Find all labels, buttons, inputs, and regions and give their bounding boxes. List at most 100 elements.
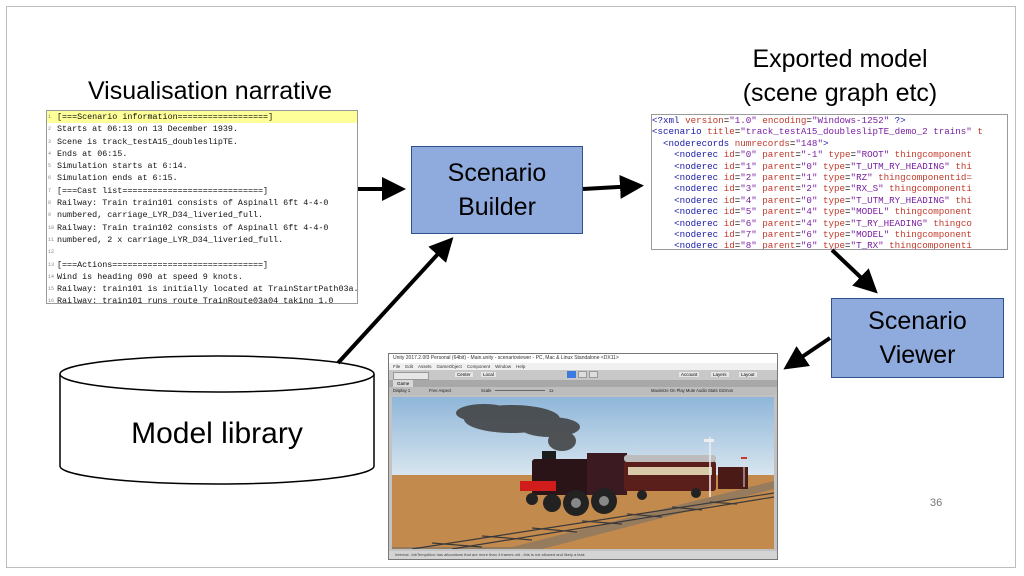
exported-model-title: Exported model (scene graph etc) <box>690 42 990 110</box>
xml-noderec-line: <noderec id="6" parent="4" type="T_RY_HE… <box>674 217 972 229</box>
model-library-cylinder: Model library <box>58 354 376 486</box>
unity-window-title: Unity 2017.2.0f3 Personal (64bit) - Main… <box>389 354 777 363</box>
xml-noderec-line: <noderec id="4" parent="0" type="T_UTM_R… <box>674 194 972 206</box>
narrative-text-panel: 1 [===Scenario information===============… <box>46 110 358 304</box>
unity-menu-item[interactable]: Assets <box>418 364 432 369</box>
viewer-label-line1: Scenario <box>868 307 967 335</box>
step-button[interactable] <box>589 371 598 378</box>
narrative-line-text: numbered, 2 x carriage_LYR_D34_liveried_… <box>57 234 284 245</box>
line-number: 1 <box>48 114 52 120</box>
play-button[interactable] <box>567 371 576 378</box>
slide-frame <box>6 6 1016 568</box>
railway-track-icon <box>411 492 774 549</box>
line-number: 9 <box>48 212 52 219</box>
transform-tools[interactable] <box>393 372 429 380</box>
pivot-center-button[interactable]: Center <box>455 372 473 377</box>
narrative-line: 4 Ends at 06:15. <box>47 148 357 160</box>
xml-noderec-line: <noderec id="5" parent="4" type="MODEL" … <box>674 206 972 218</box>
cylinder-shape <box>59 355 375 485</box>
narrative-line: 2 Starts at 06:13 on 13 December 1939. <box>47 123 357 135</box>
smoke-cloud-icon <box>456 404 580 451</box>
narrative-line: 5 Simulation starts at 6:14. <box>47 160 357 172</box>
narrative-line-text: Railway: train101 runs route TrainRoute0… <box>57 296 334 304</box>
narrative-line: 6 Simulation ends at 6:15. <box>47 172 357 184</box>
builder-label-line1: Scenario <box>447 159 547 187</box>
exported-title-line1: Exported model <box>752 45 928 73</box>
line-number: 16 <box>48 298 55 304</box>
narrative-line-text: Railway: Train train102 consists of Aspi… <box>57 222 329 233</box>
line-number: 15 <box>48 286 55 293</box>
xml-noderecords-tag: <noderecords numrecords="148"> <box>663 137 829 149</box>
xml-noderec-line: <noderec id="8" parent="6" type="T_RX" t… <box>674 240 972 250</box>
xml-noderec-line: <noderec id="7" parent="6" type="MODEL" … <box>674 228 972 240</box>
scenario-viewer-box: Scenario Viewer <box>831 298 1004 378</box>
xml-noderec-line: <noderec id="1" parent="0" type="T_UTM_R… <box>674 160 972 172</box>
local-global-button[interactable]: Local <box>481 372 496 377</box>
xml-declaration: <?xml version="1.0" encoding="Windows-12… <box>652 115 906 126</box>
pause-button[interactable] <box>578 371 587 378</box>
builder-label-line2: Builder <box>458 193 536 221</box>
line-number: 3 <box>48 138 52 145</box>
scale-slider[interactable] <box>495 390 545 391</box>
narrative-line-text: Simulation ends at 6:15. <box>57 173 178 184</box>
narrative-line-text: [===Cast list===========================… <box>57 185 269 196</box>
narrative-line-text: [===Scenario information================… <box>57 112 274 122</box>
arrow-export-to-viewer <box>830 248 878 294</box>
arrow-viewer-to-screenshot <box>783 336 832 370</box>
display-select[interactable]: Display 1 <box>393 388 411 393</box>
narrative-line: 9 numbered, carriage_LYR_D34_liveried_ful… <box>47 209 357 221</box>
locomotive-icon <box>520 451 627 516</box>
game-view-bar: Display 1 Free Aspect Scale 1x Maximize … <box>389 387 777 395</box>
signal-post-icon <box>704 437 747 497</box>
line-number: 10 <box>48 224 55 231</box>
unity-menu-item[interactable]: GameObject <box>436 364 462 369</box>
exported-title-line2: (scene graph etc) <box>742 79 938 107</box>
narrative-line: 13[===Actions===========================… <box>47 259 357 271</box>
unity-menu-item[interactable]: Edit <box>405 364 414 369</box>
unity-menu-item[interactable]: Help <box>516 364 526 369</box>
scale-label: Scale <box>481 388 492 393</box>
model-library-label: Model library <box>131 417 303 450</box>
narrative-line-text: numbered, carriage_LYR_D34_liveried_full… <box>57 210 264 221</box>
unity-status-bar: Internal: JobTempAlloc has allocations t… <box>389 551 777 559</box>
account-dropdown[interactable]: Account <box>679 372 700 377</box>
viewer-label-line2: Viewer <box>879 341 956 369</box>
narrative-line-text: Starts at 06:13 on 13 December 1939. <box>57 124 238 135</box>
unity-menu-item[interactable]: Component <box>466 364 491 369</box>
train-scene <box>392 397 774 549</box>
line-number: 13 <box>48 261 55 268</box>
carriage-icon <box>624 455 748 500</box>
layers-dropdown[interactable]: Layers <box>711 372 729 377</box>
line-number: 4 <box>48 150 52 157</box>
narrative-title: Visualisation narrative <box>87 77 333 105</box>
unity-menu-item[interactable]: File <box>393 364 401 369</box>
page-number: 36 <box>930 497 943 509</box>
game-view-options[interactable]: Maximize On Play Mute Audio Stats Gizmos <box>651 388 733 393</box>
arrow-builder-to-export <box>582 174 644 199</box>
line-number: 5 <box>48 163 52 170</box>
line-number: 2 <box>48 126 52 133</box>
game-tab[interactable]: Game <box>393 380 414 387</box>
narrative-line-text: Simulation starts at 6:14. <box>57 161 188 172</box>
layout-dropdown[interactable]: Layout <box>739 372 757 377</box>
aspect-select[interactable]: Free Aspect <box>429 388 452 393</box>
arrow-library-to-builder <box>336 237 454 365</box>
exported-xml-panel: <?xml version="1.0" encoding="Windows-12… <box>651 114 1008 250</box>
narrative-line-text: Ends at 06:15. <box>57 148 128 159</box>
unity-editor-screenshot: Unity 2017.2.0f3 Personal (64bit) - Main… <box>388 353 778 560</box>
narrative-line: 7[===Cast list==========================… <box>47 185 357 197</box>
line-number: 6 <box>48 175 52 182</box>
xml-noderec-line: <noderec id="0" parent="-1" type="ROOT" … <box>674 149 972 161</box>
unity-menu-item[interactable]: Window <box>495 364 512 369</box>
narrative-line: 12 <box>47 246 357 258</box>
narrative-line-text: Railway: Train train101 consists of Aspi… <box>57 198 329 209</box>
xml-noderec-line: <noderec id="2" parent="1" type="RZ" thi… <box>674 171 972 183</box>
